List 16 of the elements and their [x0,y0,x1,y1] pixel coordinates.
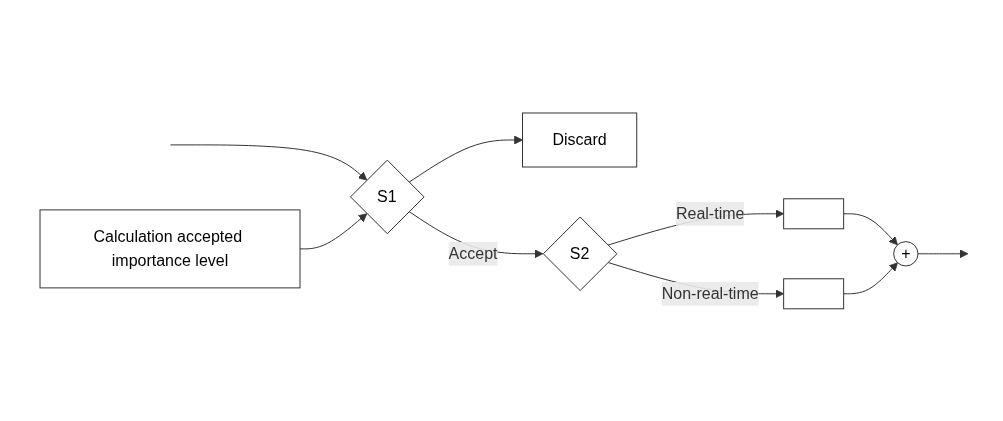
arrow [169,144,367,181]
arrow [917,249,968,258]
node-box [782,277,844,309]
arrow [299,212,367,249]
edge-label: Real-time [675,204,744,222]
arrow [407,135,523,183]
edge-label: Accept [448,244,497,262]
arrow [842,212,898,245]
arrow [842,261,898,294]
node-box: Discard [521,112,637,168]
node-diamond: S1 [349,159,425,234]
edge-label: Non-real-time [661,284,759,302]
node-diamond: S2 [542,216,617,291]
node-circle: + [892,240,918,267]
node-box: Calculation accepted importance level [39,209,300,288]
node-box [782,197,844,229]
